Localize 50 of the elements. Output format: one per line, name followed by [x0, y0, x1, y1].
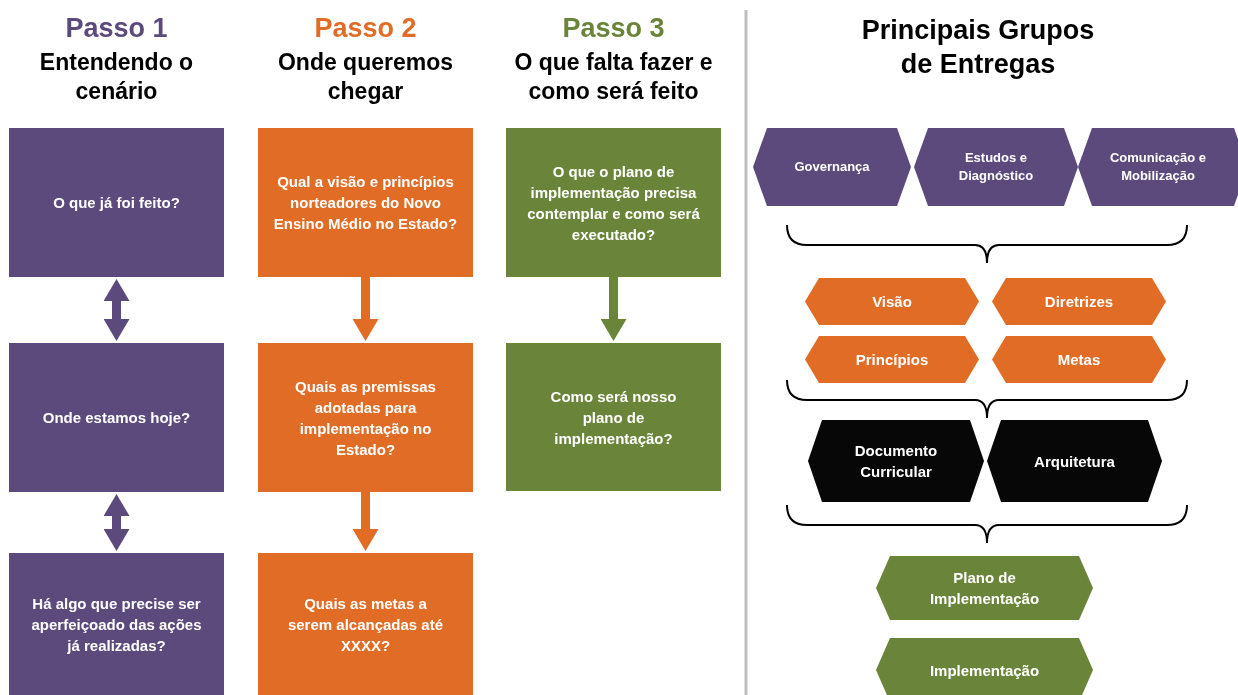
question-box: [9, 128, 224, 277]
arrow: [352, 492, 379, 551]
arrow: [352, 277, 379, 341]
box-text: Onde estamos hoje?: [42, 408, 191, 428]
hexagon-box: [1078, 128, 1238, 206]
step-subtitle: Entendendo o cenário: [38, 48, 195, 106]
step-title: Passo 1: [64, 12, 169, 45]
question-box: [506, 128, 721, 277]
box-text: Como será nosso plano de implementação?: [549, 386, 678, 449]
step-title: Passo 2: [313, 12, 418, 45]
hexagon-box: [753, 128, 911, 206]
question-box: [258, 553, 473, 695]
section-heading: Principais Grupos de Entregas: [860, 14, 1096, 81]
box-text: Plano de Implementação: [928, 568, 1041, 609]
box-text: Metas: [1057, 350, 1101, 370]
box-text: O que já foi feito?: [53, 193, 180, 213]
box-text: Quais as metas a serem alcançadas até XXXX?: [286, 593, 445, 656]
hexagon-box: [992, 336, 1166, 383]
step-subtitle: Onde queremos chegar: [276, 48, 455, 106]
hexagon-box: [808, 420, 984, 502]
box-text: Arquitetura: [1034, 451, 1115, 472]
box-text: O que o plano de implementação precisa contemplar e como será executado?: [526, 161, 701, 245]
box-text: Qual a visão e princípios norteadores do Novo Ensino Médio no Estado?: [272, 172, 459, 234]
hexagon-box: [992, 278, 1166, 325]
step-subtitle: O que falta fazer e como será feito: [513, 48, 714, 106]
hexagon-box: [987, 420, 1162, 502]
arrow: [103, 494, 130, 551]
arrow: [103, 279, 130, 341]
arrow: [600, 277, 627, 341]
box-text: Comunicação e Mobilização: [1108, 148, 1208, 185]
step-title: Passo 3: [561, 12, 666, 45]
hexagon-box: [876, 556, 1093, 620]
box-text: Há algo que precise ser aperfeiçoado das ações já realizadas?: [30, 593, 203, 656]
box-text: Diretrizes: [1044, 292, 1114, 312]
box-text: Estudos e Diagnóstico: [957, 148, 1035, 185]
question-box: [9, 343, 224, 492]
question-box: [9, 553, 224, 695]
question-box: [258, 128, 473, 277]
hexagon-box: [805, 336, 979, 383]
hexagon-box: [914, 128, 1078, 206]
box-text: Implementação: [929, 660, 1040, 681]
box-text: Documento Curricular: [853, 441, 939, 482]
question-box: [506, 343, 721, 491]
box-text: Visão: [872, 292, 912, 312]
box-text: Governança: [794, 157, 870, 176]
hexagon-box: [876, 638, 1093, 695]
box-text: Quais as premissas adotadas para implementação no Estado?: [294, 376, 437, 460]
question-box: [258, 343, 473, 492]
box-text: Princípios: [855, 350, 929, 370]
hexagon-box: [805, 278, 979, 325]
